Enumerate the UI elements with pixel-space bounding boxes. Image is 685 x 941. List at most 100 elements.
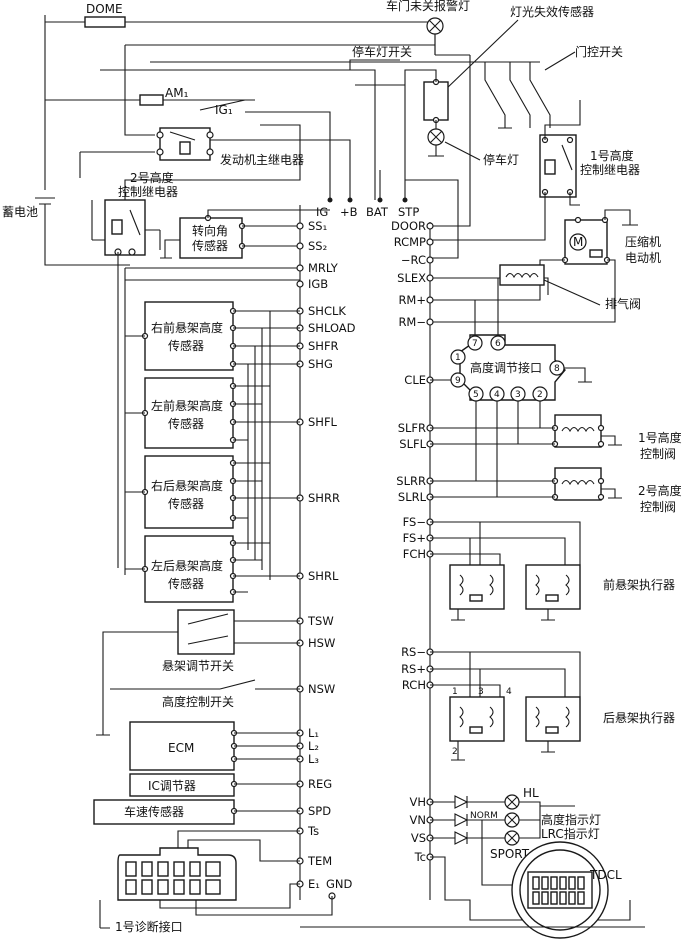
valve2-label-a: 2号高度 <box>638 483 682 498</box>
sensor-rf-label-a: 右前悬架高度 <box>151 320 223 335</box>
rear-pin-3: 3 <box>478 687 484 697</box>
light-fail-label: 灯光失效传感器 <box>510 4 594 19</box>
battery-label: 蓄电池 <box>2 205 38 219</box>
ig1-label: IG₁ <box>215 103 233 117</box>
valve1-label-b: 控制阀 <box>640 447 676 461</box>
pin-shfl: SHFL <box>308 415 338 429</box>
am1-fuse: AM₁ IG₁ <box>139 86 233 117</box>
indicator-lamps: NORM HL 高度指示灯 LRC指示灯 SPORT <box>430 786 601 861</box>
valve1-label-a: 1号高度 <box>638 430 682 445</box>
relay1-label-b: 控制继电器 <box>580 163 640 177</box>
pin-shload: SHLOAD <box>308 321 356 335</box>
rear-pin-2: 2 <box>452 747 458 757</box>
pin-shg: SHG <box>308 357 333 371</box>
door-switch-label: 门控开关 <box>575 44 623 59</box>
conn-pin-7: 7 <box>472 339 478 349</box>
pin-nsw: NSW <box>308 682 335 696</box>
sensor-rl-label-b: 传感器 <box>168 576 204 591</box>
pin-plus-b: +B <box>340 205 358 219</box>
height-relay-2: 2号高度 控制继电器 <box>91 170 178 256</box>
pin-vn: VN <box>410 813 426 827</box>
main-relay-label: 发动机主继电器 <box>220 152 304 167</box>
suspension-adjust-switch: 悬架调节开关 <box>96 609 300 736</box>
conn-pin-1: 1 <box>455 353 461 363</box>
sensor-lf-label-b: 传感器 <box>168 416 204 431</box>
ecm-label: ECM <box>168 741 194 755</box>
height-switch-label: 高度控制开关 <box>162 694 234 709</box>
front-suspension-actuators: 前悬架执行器 <box>430 521 675 621</box>
pin-vh: VH <box>409 795 426 809</box>
pin-slex: SLEX <box>397 271 426 285</box>
conn-pin-2: 2 <box>537 390 543 400</box>
rear-pin-4: 4 <box>506 687 512 697</box>
pin-rs-minus: RS− <box>401 645 426 659</box>
pin-tem: TEM <box>307 854 332 868</box>
compressor-motor: M 压缩机 电动机 <box>430 209 661 323</box>
pin-e1: E₁ <box>308 877 320 891</box>
pin-shclk: SHCLK <box>308 304 346 318</box>
pin-slfr: SLFR <box>398 421 426 435</box>
pin-l3: L₃ <box>308 752 319 766</box>
pin-spd: SPD <box>308 804 331 818</box>
vehicle-speed-sensor: 车速传感器 <box>93 799 300 825</box>
dome-fuse: DOME <box>84 2 126 28</box>
exhaust-valve-label: 排气阀 <box>605 296 641 311</box>
tdcl-connector: TDCL <box>300 820 645 939</box>
height-relay-1: 1号高度 控制继电器 <box>458 100 640 241</box>
pin-rs-plus: RS+ <box>401 662 426 676</box>
height-control-valve-2: 2号高度 控制阀 <box>430 467 682 514</box>
steering-angle-sensor: 转向角 传感器 <box>160 209 330 259</box>
sensor-rf-label-b: 传感器 <box>168 338 204 353</box>
steer-label-a: 转向角 <box>192 223 228 238</box>
conn-pin-8: 8 <box>554 364 560 374</box>
conn-pin-5: 5 <box>473 390 479 400</box>
conn-pin-4: 4 <box>494 390 500 400</box>
diagnostic-connector-1: 1号诊断接口 <box>99 830 333 934</box>
pin-hsw: HSW <box>308 636 335 650</box>
pin-l2: L₂ <box>308 739 319 753</box>
compressor-label-a: 压缩机 <box>625 234 661 249</box>
pin-fch: FCH <box>403 547 426 561</box>
pin-ts: Ts <box>307 824 319 838</box>
pin-fs-plus: FS+ <box>403 531 426 545</box>
steer-label-b: 传感器 <box>192 238 228 253</box>
conn-pin-3: 3 <box>515 390 521 400</box>
battery-power-wiring <box>35 15 471 266</box>
relay2-label-b: 控制继电器 <box>118 185 178 199</box>
pin-rm-plus: RM+ <box>398 293 426 307</box>
height-lamp-label: 高度指示灯 <box>541 812 601 827</box>
height-adjust-connector: 高度调节接口 7 6 1 8 9 5 4 3 2 <box>430 278 592 497</box>
pin-fs-minus: FS− <box>403 515 426 529</box>
ic-regulator: IC调节器 <box>129 773 300 797</box>
stop-lamp-label: 停车灯 <box>483 152 519 167</box>
motor-label: M <box>573 235 583 249</box>
pin-door: DOOR <box>391 219 426 233</box>
hl-label: HL <box>523 786 539 800</box>
dome-label: DOME <box>86 2 123 16</box>
pin-tc: Tc <box>414 850 426 864</box>
norm-label: NORM <box>470 811 498 821</box>
stop-switch-label: 停车灯开关 <box>352 44 412 59</box>
ic-reg-label: IC调节器 <box>148 779 196 793</box>
rear-suspension-actuators: 1 3 4 2 后悬架执行器 <box>430 651 675 761</box>
pin-rcmp: RCMP <box>394 235 426 249</box>
relay1-label-a: 1号高度 <box>590 148 634 163</box>
conn-pin-9: 9 <box>455 376 461 386</box>
pin-ss1: SS₁ <box>308 219 327 233</box>
height-control-valve-1: 1号高度 控制阀 <box>430 414 682 461</box>
door-switches: 门控开关 <box>470 44 623 129</box>
door-warning-lamp: 车门未关报警灯 <box>386 0 470 56</box>
sensor-rl-label-a: 左后悬架高度 <box>151 558 223 573</box>
exhaust-valve: 排气阀 <box>430 264 641 311</box>
sensor-rr-label-b: 传感器 <box>168 496 204 511</box>
height-sensors: 右前悬架高度 传感器 左前悬架高度 传感器 右后悬架高度 传感器 左后悬架高度 … <box>125 301 300 603</box>
ecu-right-bus <box>405 62 471 900</box>
sensor-lf-label-a: 左前悬架高度 <box>151 398 223 413</box>
sensor-rr-label-a: 右后悬架高度 <box>151 478 223 493</box>
diag1-label: 1号诊断接口 <box>115 919 183 934</box>
engine-main-relay: 发动机主继电器 <box>156 127 304 167</box>
ecu-right-pins: DOOR RCMP −RC SLEX RM+ RM− CLE SLFR SLFL… <box>391 219 434 864</box>
pin-slrl: SLRL <box>398 490 427 504</box>
door-warning-label: 车门未关报警灯 <box>386 0 470 13</box>
